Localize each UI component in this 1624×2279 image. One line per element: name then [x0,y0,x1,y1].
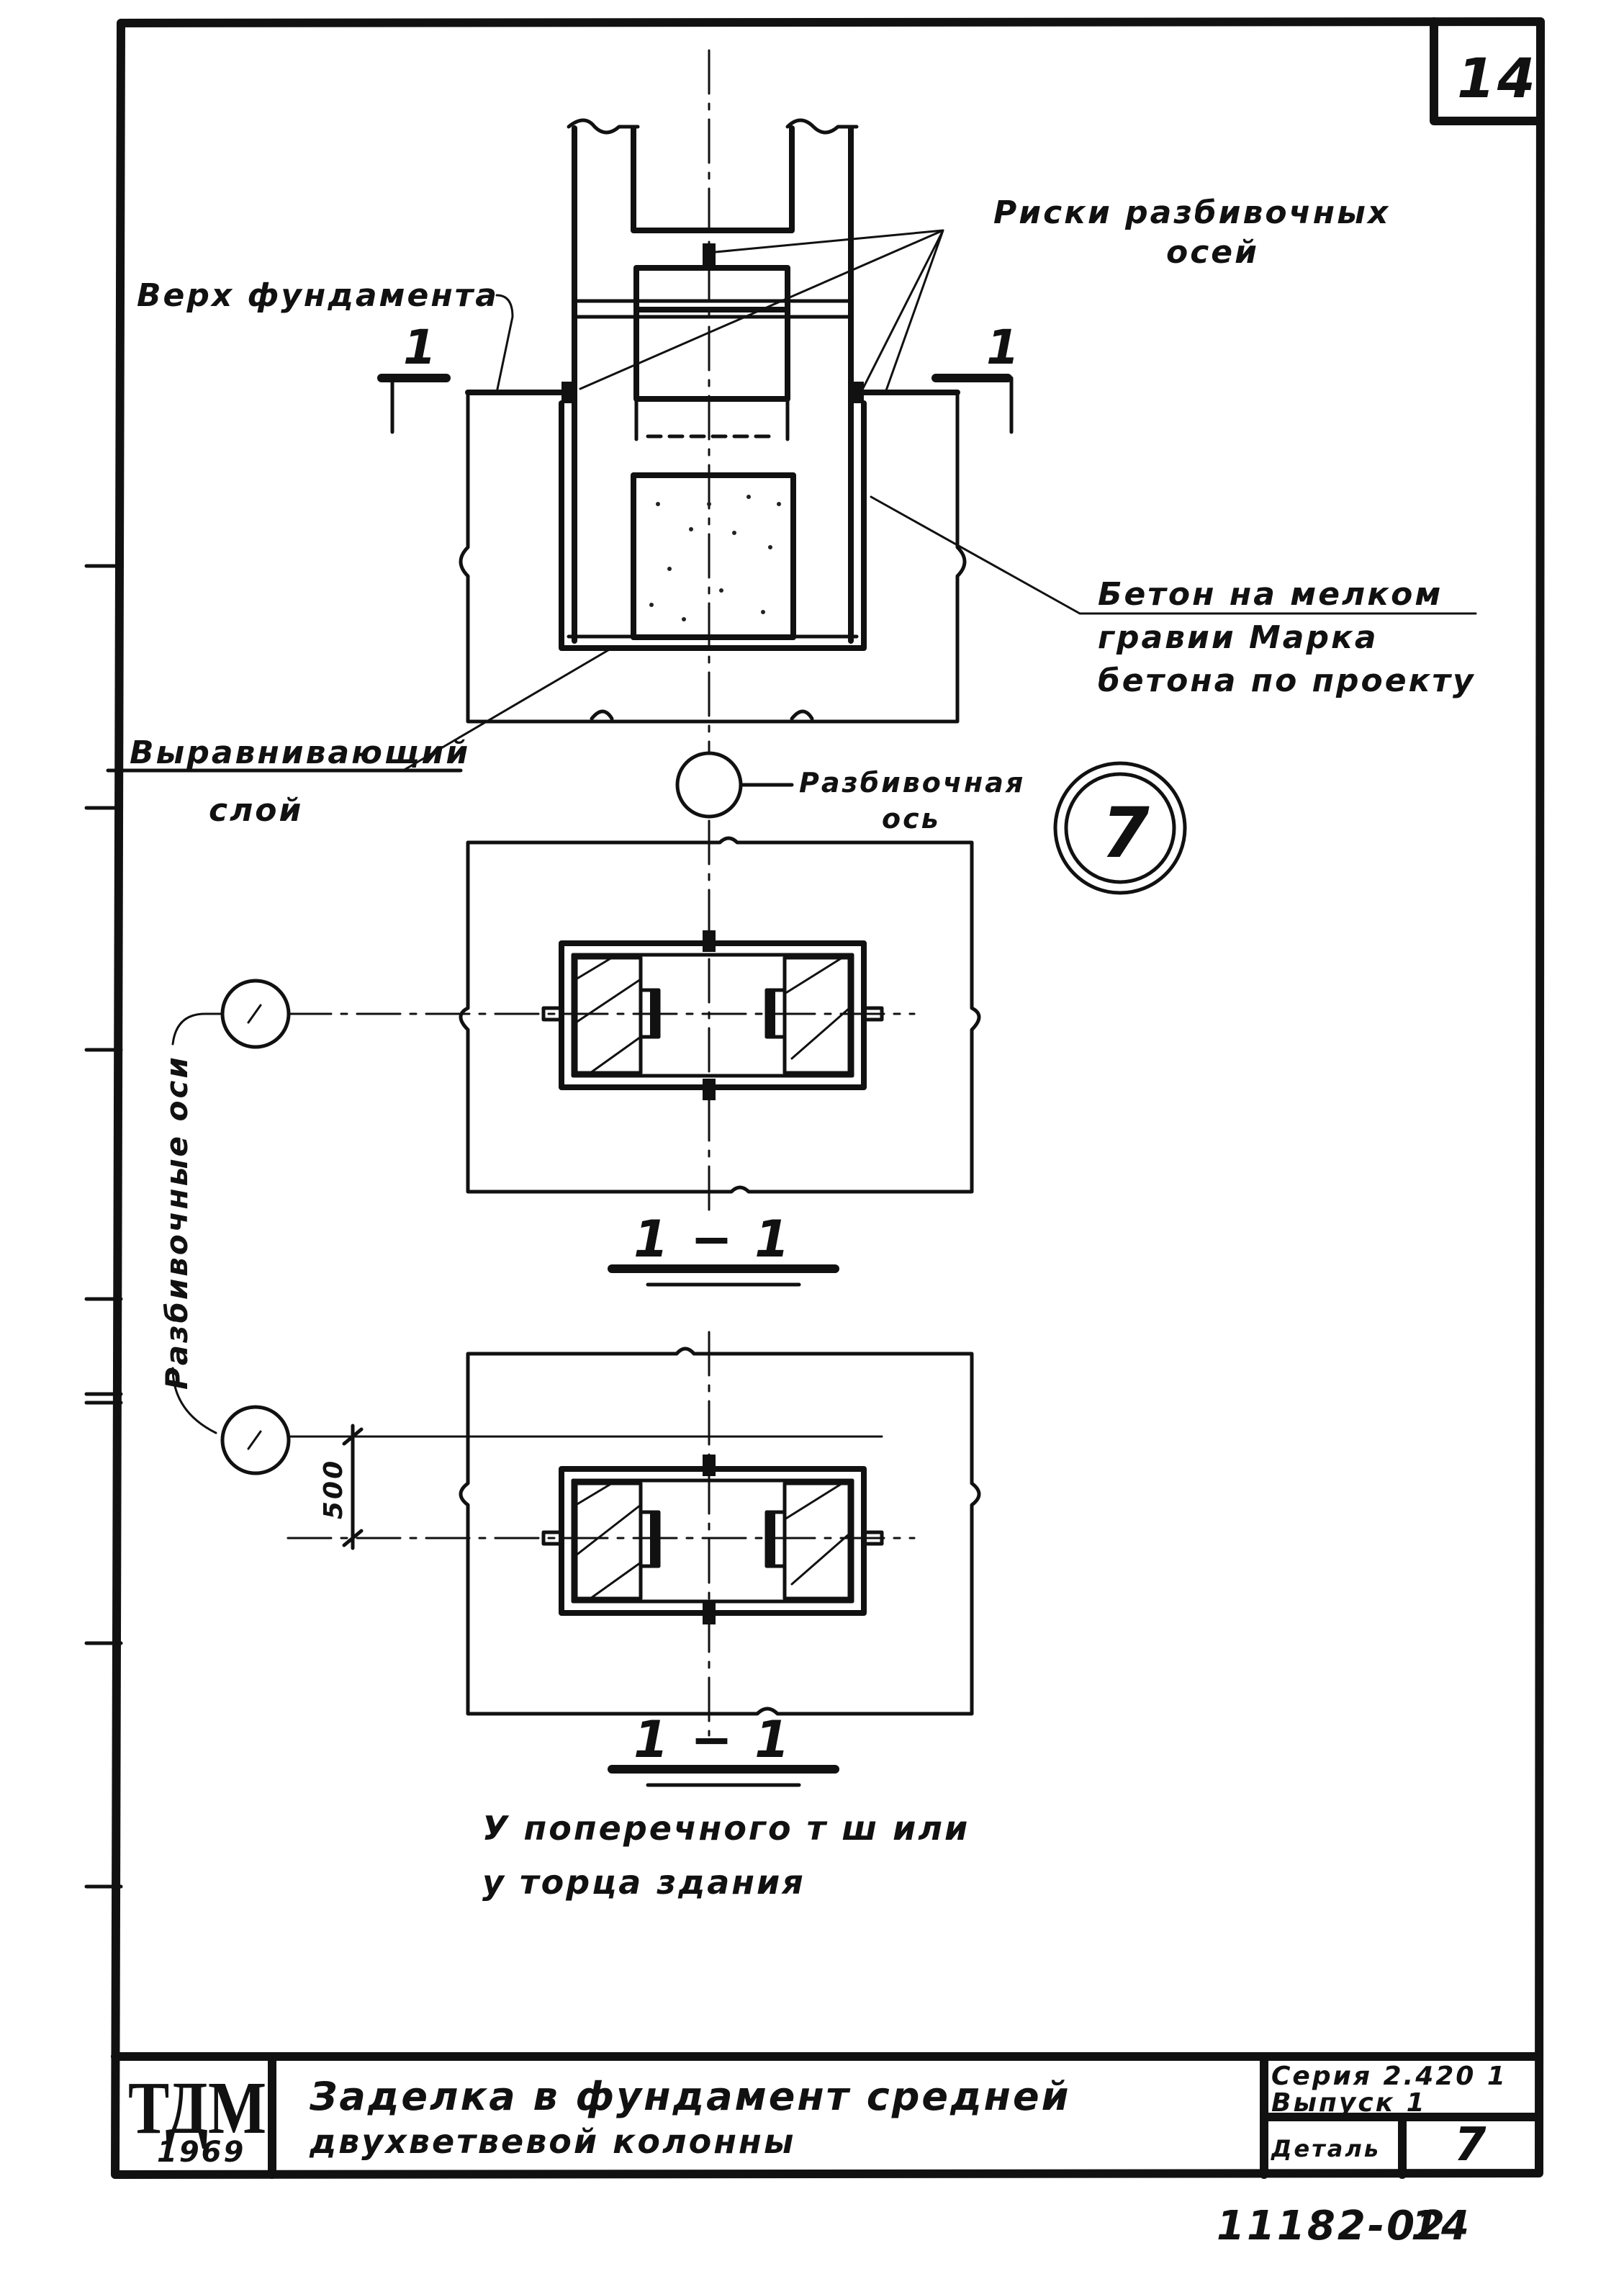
tdm-logo: ТДМ [128,2067,266,2149]
section-cut-left: 1 [403,320,438,375]
axis-label-1: Разбивочная [799,767,1025,799]
title-line-1: Заделка в фундамент средней [309,2074,1070,2119]
dimension-500: 500 [319,1459,348,1519]
axes-vertical-label: Разбивочные оси [159,1055,194,1390]
concrete-label-3: бетона по проекту [1098,662,1476,699]
concrete-speckle [649,495,781,621]
detail-number: 7 [1101,793,1152,873]
section-plan-2 [287,1331,981,1737]
section-label-2: 1 − 1 [633,1710,792,1769]
title-block [111,2052,1543,2179]
detail-value: 7 [1454,2118,1489,2172]
risks-label: Риски разбивочных [993,194,1390,231]
axis-label-2: ось [882,803,941,835]
sheet-frame [84,17,1545,2179]
section-cut-right: 1 [986,320,1021,375]
archive-number: 11182-02 [1217,2203,1447,2249]
section-label-1: 1 − 1 [633,1210,792,1269]
risks-label-2: осей [1166,234,1259,271]
leveling-label-1: Выравнивающий [130,734,470,771]
concrete-label-2: гравии Марка [1098,619,1379,656]
title-year: 1969 [157,2136,245,2169]
detail-label: Деталь [1271,2135,1381,2162]
top-foundation-label: Верх фундамента [137,277,499,314]
detail-number-bubble [1053,761,1187,895]
concrete-label-1: Бетон на мелком [1098,576,1443,613]
leveling-label-2: слой [209,792,303,829]
series-line-1: Серия 2.420 1 [1271,2062,1507,2091]
archive-sheet: 14 [1411,2203,1471,2249]
title-line-2: двухветвевой колонны [309,2122,795,2161]
section-note-1: У поперечного т ш или [482,1809,970,1848]
sheet-number: 14 [1457,46,1538,110]
series-line-2: Выпуск 1 [1271,2088,1427,2118]
section-note-2: у торца здания [482,1863,806,1902]
section-plan-1 [287,819,981,1218]
elevation-view [106,49,1477,773]
